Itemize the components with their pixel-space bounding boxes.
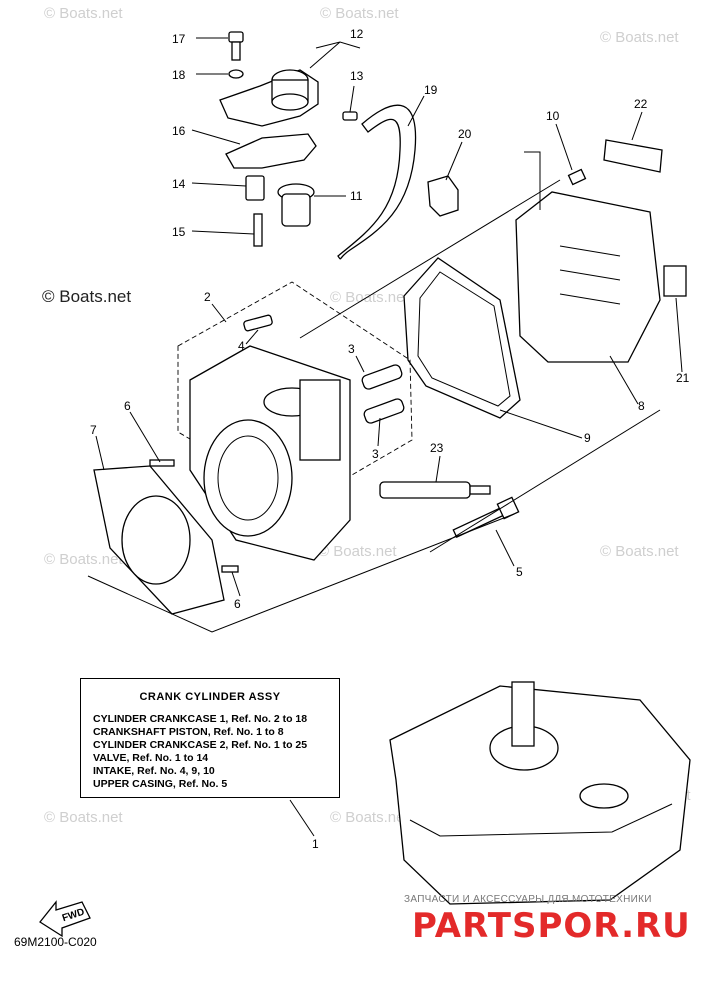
- callout-label: 17: [172, 32, 186, 46]
- callout-label: 12: [350, 27, 364, 41]
- thermostat-11: [277, 183, 315, 227]
- callout-label: 23: [430, 441, 444, 455]
- callout-label: 6: [124, 399, 131, 413]
- callout-label: 10: [546, 109, 560, 123]
- fwd-arrow: FWD: [39, 900, 91, 938]
- callout-label: 6: [234, 597, 241, 611]
- fitting-13: [342, 111, 358, 121]
- leader-lines: [95, 37, 683, 837]
- callout-label: 11: [350, 189, 363, 203]
- screw-10: [567, 168, 587, 186]
- watermark: © Boats.net: [320, 5, 399, 22]
- callout-label: 21: [676, 371, 690, 385]
- callout-label: 20: [458, 127, 472, 141]
- pin-6: [149, 459, 175, 467]
- brand-tagline: ЗАПЧАСТИ И АКСЕССУАРЫ ДЛЯ МОТОТЕХНИКИ: [404, 894, 652, 905]
- fitting-4: [243, 314, 273, 332]
- callout-label: 1: [312, 837, 319, 851]
- label-22: [603, 139, 663, 173]
- base-line: [429, 409, 661, 553]
- seal-21: [663, 265, 687, 297]
- watermark: © Boats.net: [318, 543, 397, 560]
- base-line: [87, 513, 515, 633]
- watermark: © Boats.net: [600, 29, 679, 46]
- assembly-reference-box: CRANK CYLINDER ASSY CYLINDER CRANKCASE 1…: [80, 678, 340, 798]
- crankcase-1: [389, 681, 691, 905]
- callout-label: 9: [584, 431, 591, 445]
- dowel-3: [363, 398, 405, 424]
- pin-6: [221, 565, 239, 573]
- watermark: © Boats.net: [44, 551, 123, 568]
- callout-label: 3: [348, 342, 355, 356]
- watermark: © Boats.net: [44, 5, 123, 22]
- callout-label: 15: [172, 225, 186, 239]
- callout-label: 14: [172, 177, 186, 191]
- callout-label: 4: [238, 339, 245, 353]
- clamp-20: [427, 175, 459, 217]
- callout-label: 16: [172, 124, 186, 138]
- callout-label: 18: [172, 68, 186, 82]
- cover-8: [515, 151, 661, 363]
- watermark: © Boats.net: [44, 809, 123, 826]
- brand-logo: PARTSPOR.RU: [412, 906, 691, 946]
- watermark: © Boats.net: [330, 809, 409, 826]
- callout-label: 7: [90, 423, 97, 437]
- assembly-reference-list: CYLINDER CRANKCASE 1, Ref. No. 2 to 18 C…: [93, 713, 339, 791]
- washer-18: [228, 69, 244, 79]
- assembly-reference-line: INTAKE, Ref. No. 4, 9, 10: [93, 765, 215, 777]
- assembly-reference-line: CRANKSHAFT PISTON, Ref. No. 1 to 8: [93, 726, 284, 738]
- callout-layer: 17 18 12 13 19 16 14 11 15 20 10 22 2 4 …: [90, 27, 690, 851]
- diagram-code: 69M2100-C020: [14, 935, 97, 949]
- thermostat-cover-12: [219, 69, 319, 127]
- assembly-reference-line: VALVE, Ref. No. 1 to 14: [93, 752, 209, 764]
- callout-label: 13: [350, 69, 364, 83]
- callout-label: 19: [424, 83, 438, 97]
- watermark: © Boats.net: [42, 287, 131, 306]
- bolt-17: [228, 31, 244, 61]
- assembly-reference-line: CYLINDER CRANKCASE 1, Ref. No. 2 to 18: [93, 713, 308, 725]
- assembly-reference-line: CYLINDER CRANKCASE 2, Ref. No. 1 to 25: [93, 739, 308, 751]
- callout-label: 3: [372, 447, 379, 461]
- callout-label: 2: [204, 290, 211, 304]
- gasket-7: [93, 465, 225, 615]
- assembly-reference-line: UPPER CASING, Ref. No. 5: [93, 778, 228, 790]
- gasket-16: [225, 133, 317, 169]
- collar-14: [245, 175, 265, 201]
- watermark: © Boats.net: [330, 289, 409, 306]
- watermark: © Boats.net: [600, 543, 679, 560]
- callout-label: 5: [516, 565, 523, 579]
- callout-label: 8: [638, 399, 645, 413]
- base-line: [299, 179, 561, 339]
- cylinder-block: [189, 345, 351, 561]
- group-outline-2: [177, 281, 413, 505]
- dowel-3: [361, 364, 403, 390]
- spark-plug-23: [379, 481, 491, 499]
- assembly-title: CRANK CYLINDER ASSY: [139, 691, 281, 703]
- callout-label: 22: [634, 97, 648, 111]
- bolt-15: [253, 213, 263, 247]
- gasket-9: [403, 257, 521, 419]
- hose-19: [337, 104, 417, 260]
